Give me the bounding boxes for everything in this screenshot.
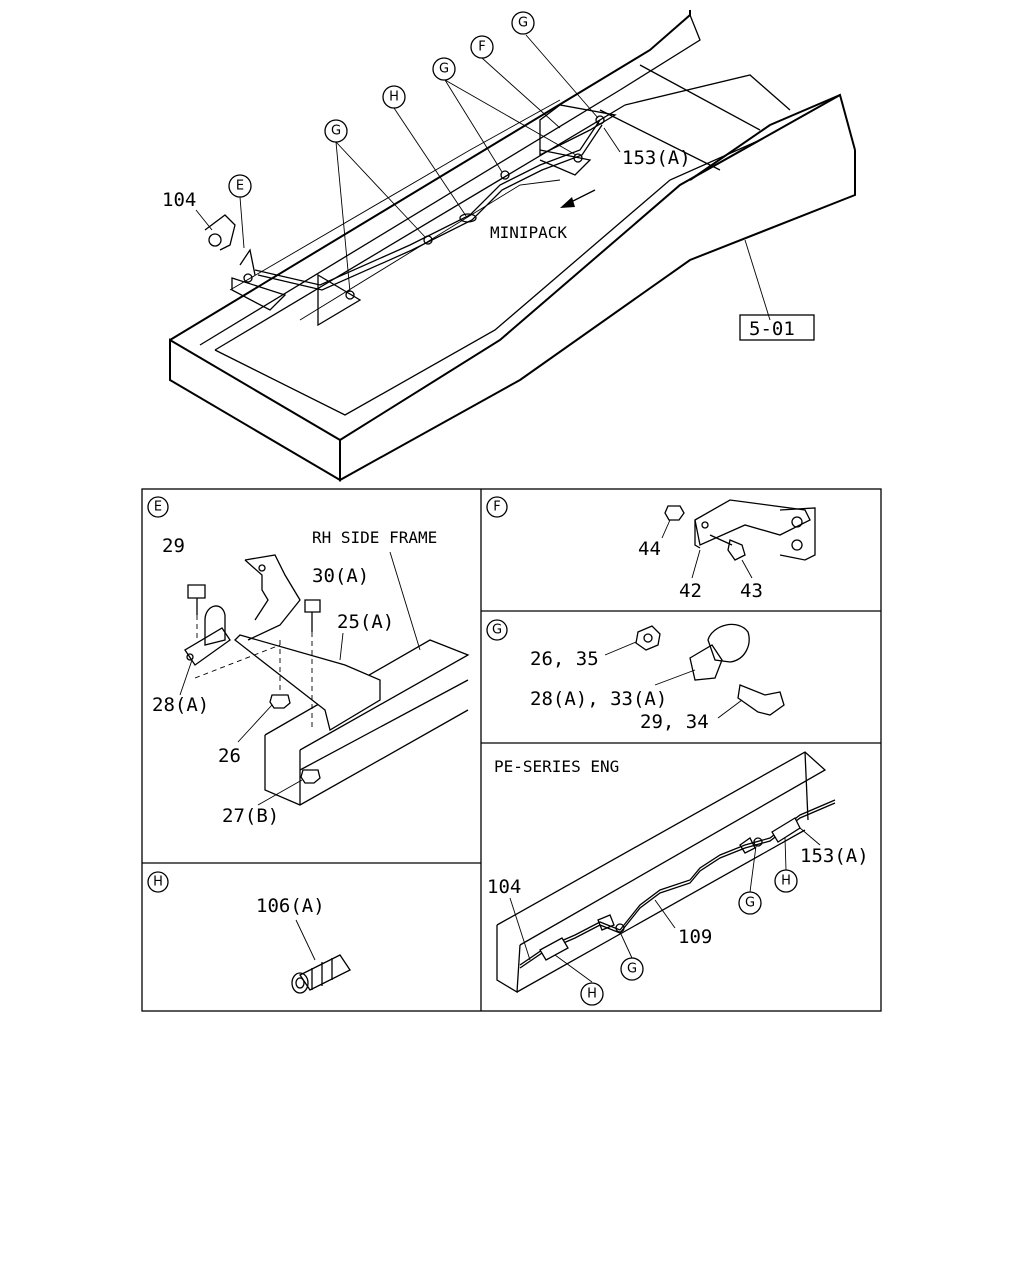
part-label-26-35: 26, 35: [530, 648, 599, 670]
part-label-104: 104: [162, 189, 196, 211]
part-label-29: 29: [162, 535, 185, 557]
minipack-label: MINIPACK: [490, 223, 567, 242]
panel-letter-f: F: [493, 500, 500, 515]
part-label-27b: 27(B): [222, 805, 279, 827]
panel-h: H 106(A): [147, 871, 351, 994]
part-label-42: 42: [679, 580, 702, 602]
panel-letter-g: G: [492, 623, 502, 638]
callout-h: H: [389, 90, 399, 105]
part-label-104: 104: [487, 876, 521, 898]
callout-h: H: [587, 987, 597, 1002]
panel-f: F 44 42 43: [486, 496, 816, 602]
frame-label: RH SIDE FRAME: [312, 528, 437, 547]
panel-letter-h: H: [153, 875, 163, 890]
panel-g: G 26, 35 28(A), 33(A) 29, 34: [486, 619, 785, 733]
panel-e: E RH SIDE FRAME 29 30(A) 25(A) 28(A) 26: [147, 496, 470, 827]
part-label-106a: 106(A): [256, 895, 325, 917]
part-label-25a: 25(A): [337, 611, 394, 633]
part-label-28a-33a: 28(A), 33(A): [530, 688, 667, 710]
panel-pe-series: PE-SERIES ENG 104 109 153(A) H G G H: [487, 751, 869, 1006]
part-label-26: 26: [218, 745, 241, 767]
callout-g: G: [331, 124, 341, 139]
callout-f: F: [478, 40, 485, 55]
callout-g: G: [745, 896, 755, 911]
reference-box-label: 5-01: [749, 318, 795, 340]
part-label-153a: 153(A): [800, 845, 869, 867]
part-label-44: 44: [638, 538, 661, 560]
part-label-109: 109: [678, 926, 712, 948]
chassis-overview: E G H G F G 104 153(A) MINIPACK 5-01: [162, 10, 856, 482]
part-label-153a: 153(A): [622, 147, 691, 169]
pe-series-title: PE-SERIES ENG: [494, 757, 619, 776]
callout-g: G: [627, 962, 637, 977]
part-label-43: 43: [740, 580, 763, 602]
detail-panel-grid: [141, 488, 882, 1012]
callout-h: H: [781, 874, 791, 889]
callout-g: G: [518, 16, 528, 31]
part-label-28a: 28(A): [152, 694, 209, 716]
callout-e: E: [236, 179, 244, 194]
callout-g: G: [439, 62, 449, 77]
panel-letter-e: E: [154, 500, 162, 515]
part-label-29-34: 29, 34: [640, 711, 709, 733]
part-label-30a: 30(A): [312, 565, 369, 587]
